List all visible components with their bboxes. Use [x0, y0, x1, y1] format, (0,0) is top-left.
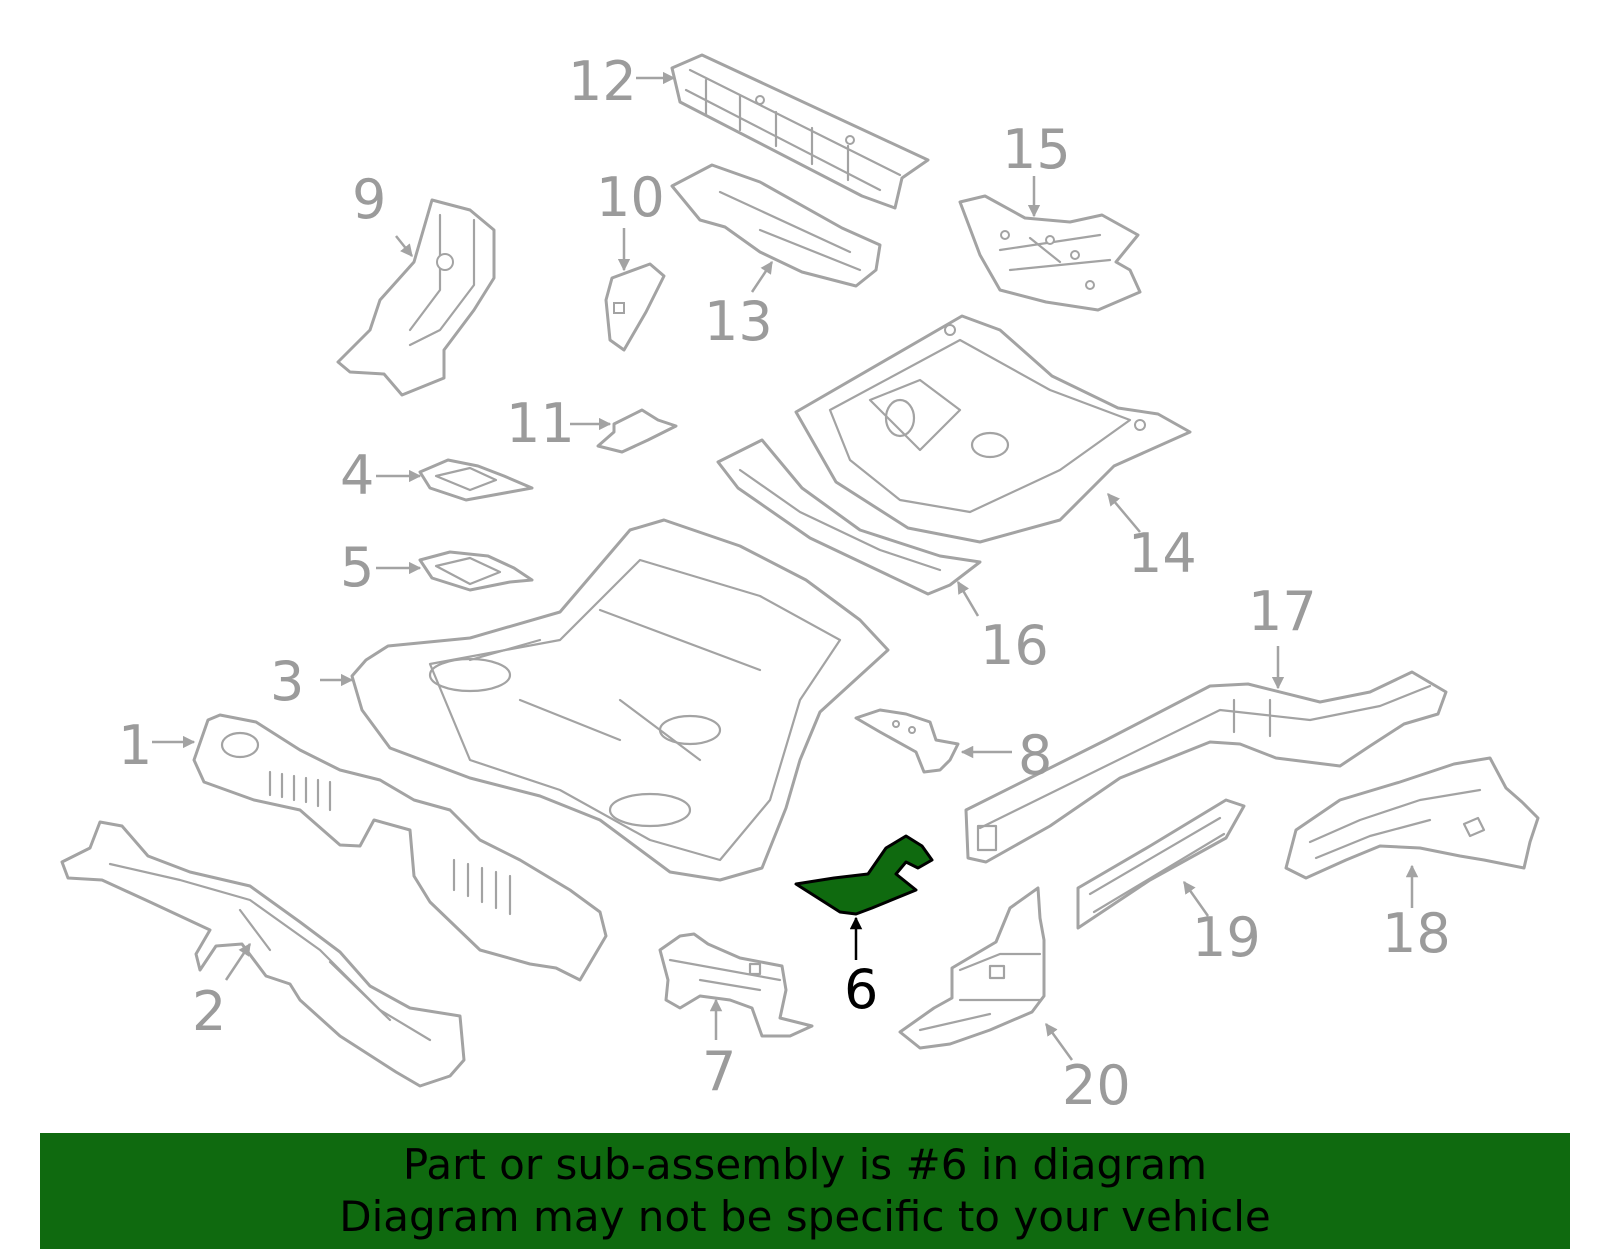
- part-20-drawing: [898, 886, 1046, 1050]
- callout-10: 10: [596, 166, 665, 229]
- callout-9: 9: [352, 168, 386, 231]
- part-19-drawing: [1076, 798, 1246, 930]
- part-7-drawing: [658, 932, 814, 1038]
- callout-19: 19: [1192, 906, 1261, 969]
- callout-3: 3: [270, 650, 304, 713]
- callout-labels: 12 9 10 13 15 11 4 5 3 1 2 14 16 8 17 18…: [118, 50, 1451, 1117]
- part-16-drawing: [716, 438, 982, 596]
- callout-18: 18: [1382, 902, 1451, 965]
- part-2-drawing: [60, 820, 466, 1088]
- part-18-drawing: [1284, 756, 1540, 880]
- part-4-drawing: [418, 458, 534, 502]
- part-14-drawing: [794, 314, 1192, 544]
- part-12-drawing: [670, 53, 930, 210]
- part-5-drawing: [418, 550, 534, 592]
- part-17-drawing: [964, 670, 1448, 864]
- leader-lines: [152, 71, 1419, 1061]
- callout-12: 12: [568, 50, 637, 113]
- part-11-drawing: [596, 408, 678, 454]
- callout-4: 4: [340, 444, 374, 507]
- callout-17: 17: [1248, 580, 1317, 643]
- banner-line-1: Part or sub-assembly is #6 in diagram: [402, 1140, 1208, 1189]
- callout-2: 2: [192, 980, 226, 1043]
- part-3-drawing: [350, 518, 890, 882]
- callout-8: 8: [1018, 724, 1052, 787]
- info-banner: Part or sub-assembly is #6 in diagram Di…: [40, 1133, 1570, 1249]
- callout-13: 13: [704, 290, 773, 353]
- part-9-drawing: [336, 198, 496, 397]
- banner-line-2: Diagram may not be specific to your vehi…: [339, 1192, 1271, 1241]
- callout-16: 16: [980, 614, 1049, 677]
- part-10-drawing: [604, 262, 666, 352]
- part-6-drawing[interactable]: [794, 834, 934, 916]
- part-1-drawing: [192, 713, 608, 982]
- callout-5: 5: [340, 536, 374, 599]
- callout-7: 7: [702, 1040, 736, 1103]
- callout-11: 11: [506, 392, 575, 455]
- part-13-drawing: [670, 163, 882, 288]
- part-15-drawing: [958, 194, 1142, 312]
- callout-20: 20: [1062, 1054, 1131, 1117]
- callout-1: 1: [118, 714, 152, 777]
- callout-15: 15: [1002, 118, 1071, 181]
- callout-14: 14: [1128, 522, 1197, 585]
- callout-6[interactable]: 6: [844, 958, 878, 1021]
- part-8-drawing: [854, 708, 960, 774]
